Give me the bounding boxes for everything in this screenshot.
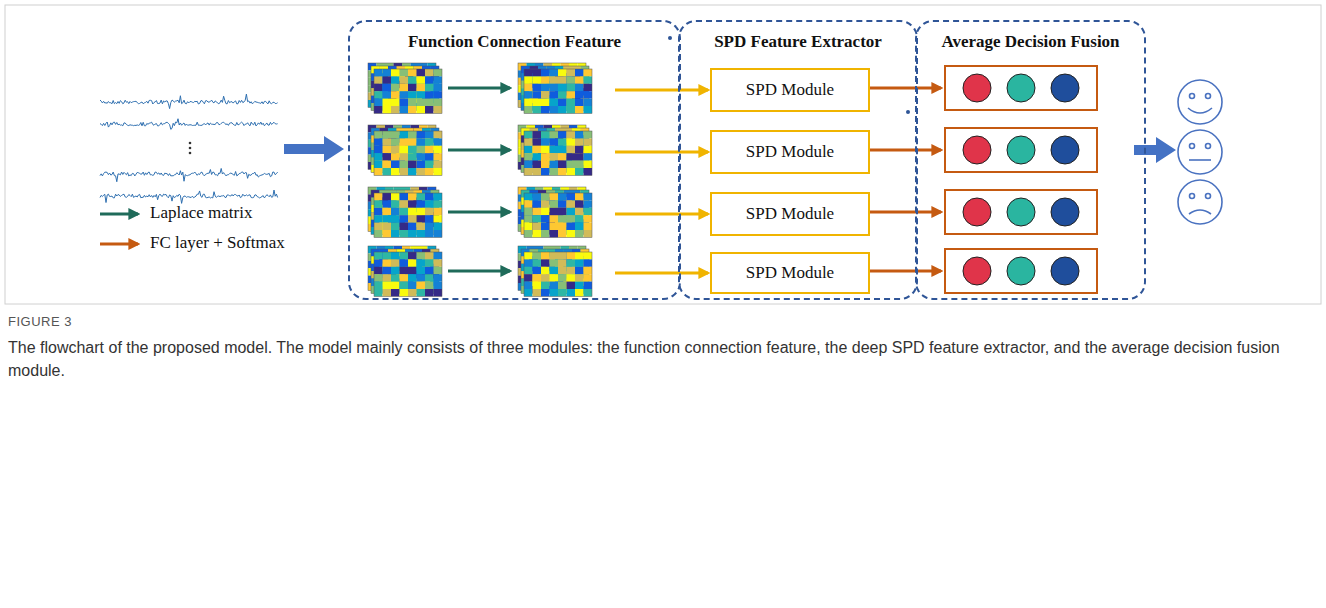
flow-arrow (284, 136, 344, 162)
signal-trace (100, 94, 278, 109)
matrix (521, 249, 589, 293)
ellipsis-dot (189, 152, 192, 155)
class-probability (1051, 257, 1079, 285)
signal-trace (100, 190, 278, 203)
output-box (945, 66, 1097, 110)
matrix (374, 193, 442, 237)
matrix (524, 131, 592, 175)
ellipsis-dot (189, 142, 192, 145)
class-probability (1007, 136, 1035, 164)
dot (668, 36, 672, 40)
class-probability (1051, 198, 1079, 226)
matrix (368, 125, 436, 169)
flow-connector (615, 151, 708, 154)
matrix (368, 246, 436, 290)
figure-caption: The flowchart of the proposed model. The… (8, 336, 1298, 382)
box-label: SPD Module (746, 80, 834, 100)
class-probability (1007, 198, 1035, 226)
matrix (371, 190, 439, 234)
class-probability (1007, 257, 1035, 285)
matrix (374, 131, 442, 175)
ellipsis-dot (189, 147, 192, 150)
process-box: SPD Module (710, 130, 870, 174)
class-probability (1051, 74, 1079, 102)
laplace-arrow (448, 270, 510, 273)
matrix (371, 66, 439, 110)
laplace-arrow (448, 211, 510, 214)
matrix (374, 252, 442, 296)
matrix (371, 249, 439, 293)
class-probability (963, 136, 991, 164)
figure-number: FIGURE 3 (8, 314, 72, 329)
legend-sample (100, 243, 138, 246)
module-group: Function Connection Feature (348, 20, 681, 300)
legend-label: FC layer + Softmax (150, 233, 285, 253)
matrix (368, 63, 436, 107)
class-probability (963, 257, 991, 285)
matrix (518, 246, 586, 290)
matrix (518, 125, 586, 169)
legend-label: Laplace matrix (150, 203, 252, 223)
process-box: SPD Module (710, 68, 870, 112)
legend-sample (100, 213, 138, 216)
legend-samples (100, 214, 138, 244)
matrix (524, 252, 592, 296)
box-label: SPD Module (746, 204, 834, 224)
class-probability (1007, 74, 1035, 102)
fusion-outputs (870, 66, 1097, 293)
connectivity-matrices (368, 63, 592, 296)
process-box: SPD Module (710, 252, 870, 294)
module-group: SPD Feature ExtractorSPD ModuleSPD Modul… (678, 20, 918, 300)
class-probability (1051, 136, 1079, 164)
box-label: SPD Module (746, 263, 834, 283)
matrix (518, 187, 586, 231)
class-probability (963, 74, 991, 102)
figure-frame (5, 5, 1321, 304)
fc-arrow (870, 270, 941, 273)
matrix (521, 66, 589, 110)
laplace-arrow (448, 149, 510, 152)
matrix (374, 69, 442, 113)
signal-trace (100, 119, 278, 130)
group-heading: SPD Feature Extractor (680, 22, 916, 52)
fc-arrow (870, 149, 941, 152)
matrix (524, 193, 592, 237)
matrix (368, 187, 436, 231)
output-box (945, 190, 1097, 234)
output-box (945, 249, 1097, 293)
box-label: SPD Module (746, 142, 834, 162)
process-box: SPD Module (710, 192, 870, 236)
fc-arrow (870, 87, 941, 90)
group-heading: Average Decision Fusion (917, 22, 1144, 52)
module-group: Average Decision Fusion (915, 20, 1146, 300)
flow-connector (615, 89, 708, 92)
emotion-faces (1178, 80, 1222, 224)
flow-arrow (1134, 137, 1176, 163)
matrix (524, 69, 592, 113)
fc-arrow (870, 211, 941, 214)
output-box (945, 128, 1097, 172)
flow-connector (615, 272, 708, 275)
flow-connector (615, 213, 708, 216)
group-heading: Function Connection Feature (350, 22, 679, 52)
laplace-arrow (448, 87, 510, 90)
dot (906, 110, 910, 114)
signal-trace (100, 168, 278, 181)
matrix (371, 128, 439, 172)
matrix (521, 128, 589, 172)
class-probability (963, 198, 991, 226)
matrix (521, 190, 589, 234)
eeg-signals (100, 94, 278, 203)
matrix (518, 63, 586, 107)
